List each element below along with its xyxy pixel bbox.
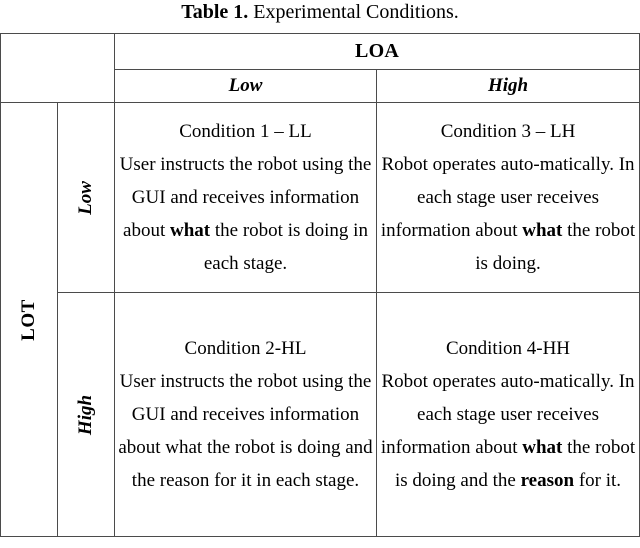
cell-condition-2-hl: Condition 2-HL User instructs the robot u… <box>114 292 377 537</box>
column-header-high: High <box>375 69 640 103</box>
cell-text-emphasis: what <box>170 220 211 241</box>
cell-condition-3-lh: Condition 3 – LH Robot operates auto-mati… <box>375 102 640 293</box>
header-row-group: LOA <box>0 33 640 103</box>
cell-title: Condition 4-HH <box>445 338 571 359</box>
table-row-lot-high: High Condition 2-HL User instructs the ro… <box>1 292 640 537</box>
row-group-header-lot: LOT <box>0 102 58 537</box>
cell-text-emphasis: what <box>522 220 563 241</box>
cell-text-mid: the robot is doing and the <box>394 437 636 491</box>
corner-blank-cell <box>0 33 115 103</box>
row-header-high-label: High <box>75 394 96 435</box>
cell-text-post: the robot is doing in each stage. <box>203 220 368 274</box>
header-row-levels: Low High <box>1 69 640 103</box>
cell-text-pre: Robot operates auto-matically. In each s… <box>380 371 635 458</box>
row-header-high: High <box>57 292 115 537</box>
table-row-lot-low: LOT Low Condition 1 – LL User instructs t… <box>0 102 640 537</box>
cell-text-pre: User instructs the robot using the GUI a… <box>119 154 372 241</box>
caption-label: Table 1. <box>181 1 249 23</box>
cell-title: Condition 2-HL <box>184 338 307 359</box>
cell-text-post: the robot is doing. <box>475 220 636 274</box>
cell-text-post: for it. <box>574 470 622 491</box>
caption-text: Experimental Conditions. <box>248 1 459 23</box>
cell-text-emphasis-2: reason <box>520 470 575 491</box>
row-header-low-label: Low <box>75 180 96 215</box>
cell-text-pre: Robot operates auto-matically. In each s… <box>380 154 635 241</box>
cell-title: Condition 1 – LL <box>179 121 312 142</box>
cell-text-pre: User instructs the robot using the GUI a… <box>118 371 373 491</box>
row-header-low: Low <box>57 102 115 293</box>
cell-condition-1-ll: Condition 1 – LL User instructs the robot… <box>114 102 377 293</box>
experimental-conditions-table: LOA Low High LOT Low Condition 1 – LL Use… <box>0 33 640 537</box>
cell-condition-4-hh: Condition 4-HH Robot operates auto-matica… <box>375 292 640 537</box>
table-caption: Table 1. Experimental Conditions. <box>0 0 640 25</box>
column-group-header-loa: LOA <box>113 33 640 70</box>
column-header-low: Low <box>114 69 377 103</box>
row-group-header-lot-label: LOT <box>18 298 39 341</box>
cell-title: Condition 3 – LH <box>440 121 576 142</box>
cell-text-emphasis: what <box>522 437 563 458</box>
